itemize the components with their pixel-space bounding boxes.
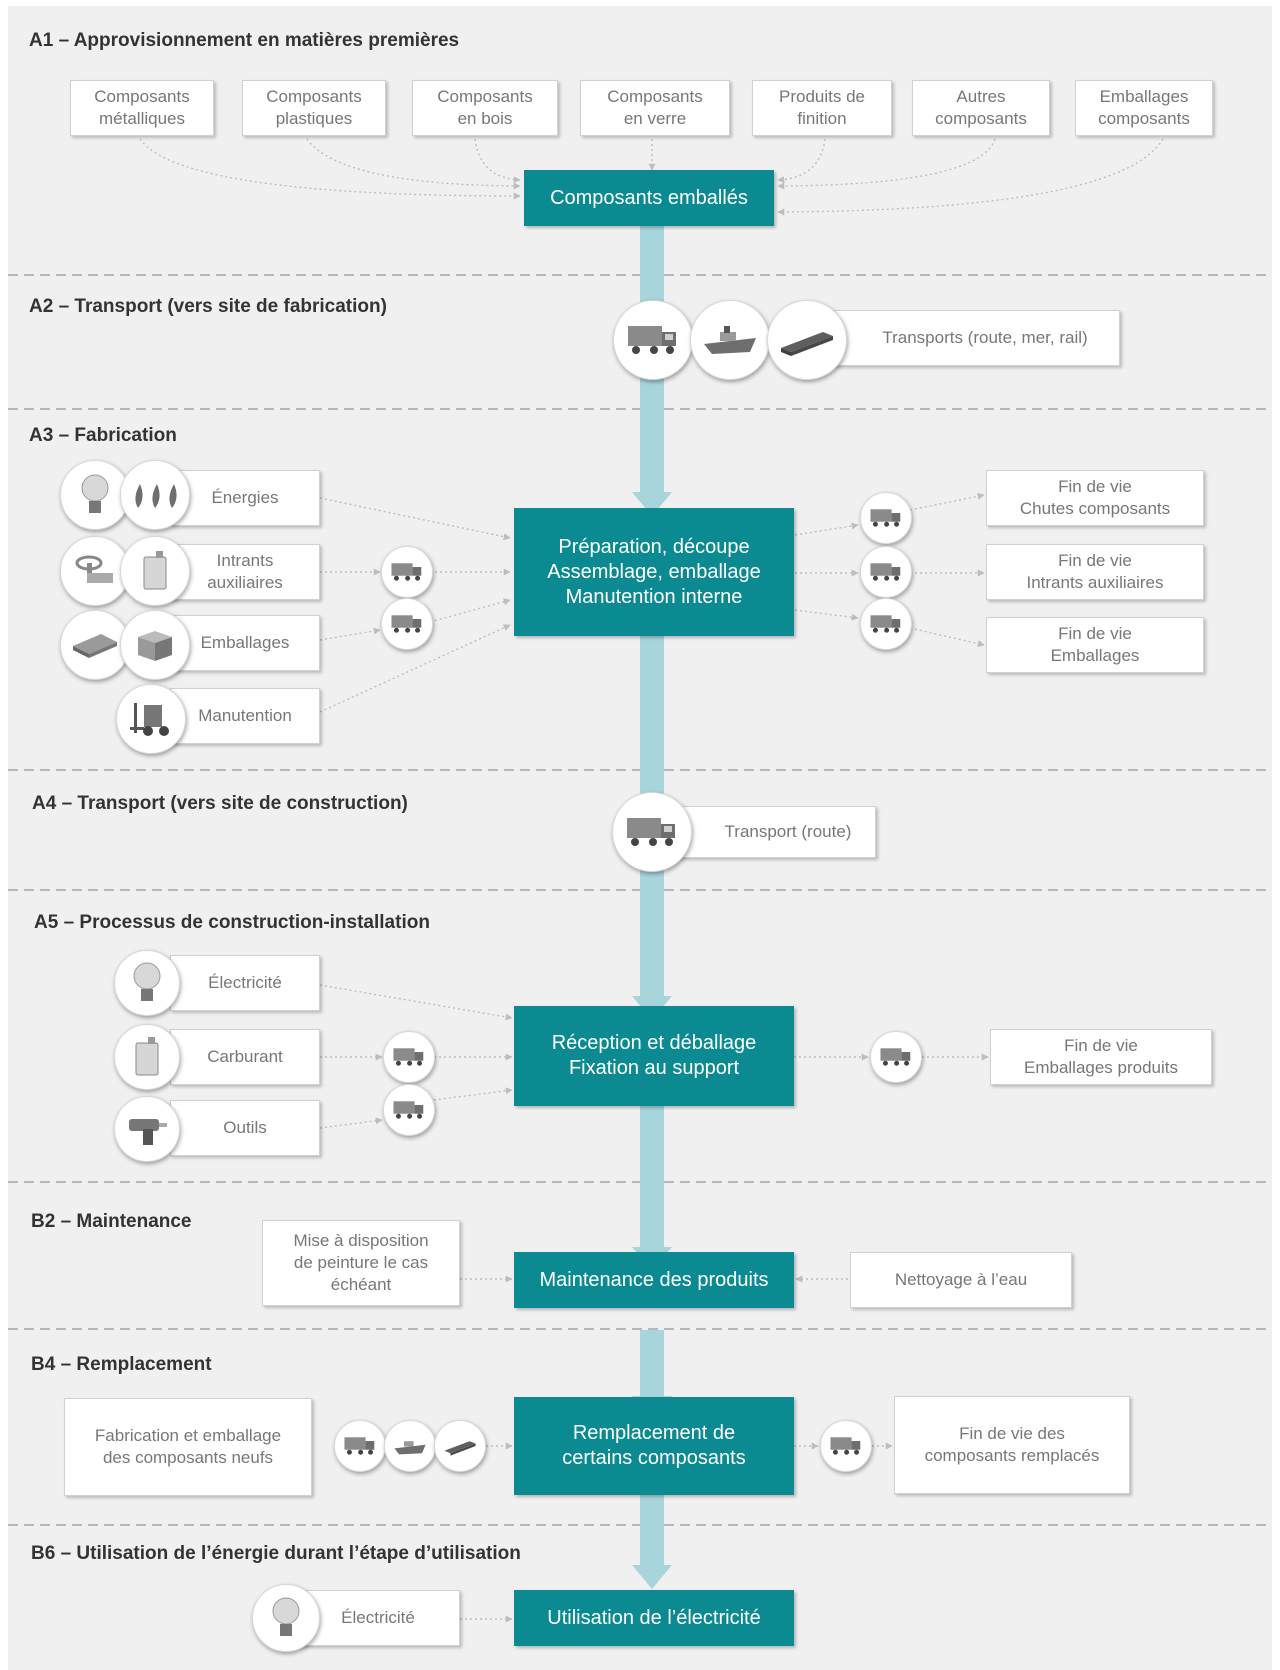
jerrycan-icon	[120, 536, 190, 606]
process-packaged-components: Composants emballés	[524, 170, 774, 226]
train-icon	[434, 1420, 486, 1472]
truck-icon	[334, 1420, 386, 1472]
process-installation: Réception et déballage Fixation au suppo…	[514, 1006, 794, 1106]
truck-icon	[860, 492, 912, 544]
b4-new-components-manufacturing: Fabrication et emballage des composants …	[64, 1398, 312, 1496]
jerrycan-icon	[114, 1024, 180, 1090]
process-electricity-use: Utilisation de l’électricité	[514, 1590, 794, 1646]
bulb-icon	[252, 1584, 320, 1652]
input-fuel: Carburant	[170, 1029, 320, 1085]
output-eol-auxiliary-inputs: Fin de vie Intrants auxiliaires	[986, 544, 1204, 600]
flame-icon	[120, 460, 190, 530]
ship-icon	[690, 300, 770, 380]
process-replacement: Remplacement de certains composants	[514, 1397, 794, 1495]
b2-paint-supply: Mise à disposition de peinture le cas éc…	[262, 1220, 460, 1306]
transport-label-a4: Transport (route)	[660, 806, 876, 858]
input-wood-components: Composants en bois	[412, 80, 558, 136]
train-icon	[767, 300, 847, 380]
truck-icon	[820, 1420, 872, 1472]
section-title-b4: B4 – Remplacement	[31, 1354, 212, 1375]
section-title-a2: A2 – Transport (vers site de fabrication…	[29, 296, 387, 317]
section-title-a1: A1 – Approvisionnement en matières premi…	[29, 30, 460, 51]
box-icon	[120, 610, 190, 680]
forklift-icon	[116, 684, 186, 754]
section-title-a5: A5 – Processus de construction-installat…	[34, 912, 430, 933]
truck-icon	[613, 300, 693, 380]
output-eol-product-packaging: Fin de vie Emballages produits	[990, 1029, 1212, 1085]
input-tools: Outils	[170, 1100, 320, 1156]
truck-icon	[870, 1031, 922, 1083]
input-packaging-components: Emballages composants	[1075, 80, 1213, 136]
bulb-icon	[60, 460, 130, 530]
ship-icon	[384, 1420, 436, 1472]
output-eol-component-scraps: Fin de vie Chutes composants	[986, 470, 1204, 526]
input-glass-components: Composants en verre	[580, 80, 730, 136]
b4-eol-replaced-components: Fin de vie des composants remplacés	[894, 1396, 1130, 1494]
truck-icon	[383, 1084, 435, 1136]
b2-water-cleaning: Nettoyage à l’eau	[850, 1252, 1072, 1308]
section-title-b2: B2 – Maintenance	[31, 1211, 192, 1232]
section-title-a3: A3 – Fabrication	[29, 425, 177, 446]
connectors	[139, 138, 1164, 1623]
truck-icon	[383, 1031, 435, 1083]
b6-electricity-input: Électricité	[296, 1590, 460, 1646]
truck-icon	[860, 598, 912, 650]
pallet-icon	[60, 610, 130, 680]
process-maintenance: Maintenance des produits	[514, 1252, 794, 1308]
input-plastic-components: Composants plastiques	[242, 80, 386, 136]
input-metal-components: Composants métalliques	[70, 80, 214, 136]
input-auxiliary-inputs: Intrants auxiliaires	[170, 544, 320, 600]
main-flow-arrow	[632, 226, 672, 1589]
section-title-b6: B6 – Utilisation de l’énergie durant l’é…	[31, 1543, 521, 1564]
truck-icon	[860, 546, 912, 598]
truck-icon	[381, 598, 433, 650]
output-eol-packaging: Fin de vie Emballages	[986, 617, 1204, 673]
input-electricity-a5: Électricité	[170, 955, 320, 1011]
process-manufacturing: Préparation, découpe Assemblage, emballa…	[514, 508, 794, 636]
input-packaging: Emballages	[170, 615, 320, 671]
input-other-components: Autres composants	[912, 80, 1050, 136]
input-energies: Énergies	[170, 470, 320, 526]
section-title-a4: A4 – Transport (vers site de constructio…	[32, 793, 408, 814]
drill-icon	[114, 1096, 180, 1162]
truck-icon	[381, 546, 433, 598]
input-handling: Manutention	[170, 688, 320, 744]
bulb-icon	[114, 950, 180, 1016]
valve-icon	[60, 536, 130, 606]
truck-icon	[612, 792, 692, 872]
input-finishing-products: Produits de finition	[752, 80, 892, 136]
